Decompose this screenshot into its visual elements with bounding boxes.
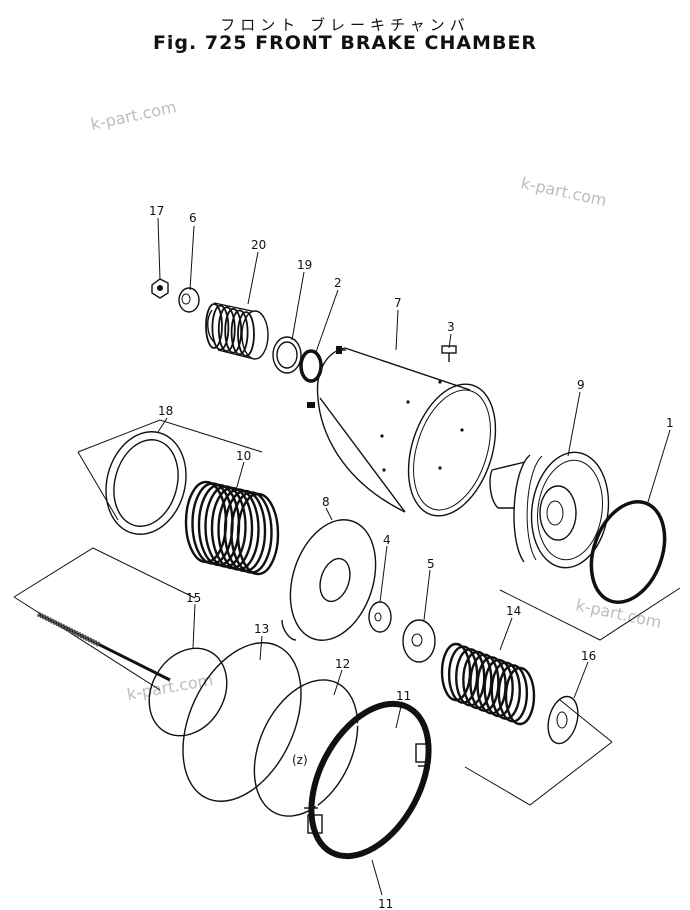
callout-2: 2 — [334, 276, 342, 290]
part-17-nut — [151, 278, 169, 299]
diagram-title-japanese: フロント ブレーキチャンバ — [220, 16, 470, 34]
part-13-diaphragm — [182, 642, 302, 802]
callout-8: 8 — [322, 495, 330, 509]
callout-1: 1 — [666, 416, 674, 430]
part-16-retainer — [547, 695, 579, 745]
part-2-o-ring — [299, 349, 323, 383]
part-4-washer — [368, 601, 392, 633]
diagram-title: Fig. 725 FRONT BRAKE CHAMBER — [152, 32, 538, 54]
callout-13: 13 — [254, 622, 269, 636]
part-10-spring — [184, 480, 280, 576]
callout-16: 16 — [581, 649, 596, 663]
watermark: k-part.com — [89, 97, 178, 134]
callout-20: 20 — [251, 238, 266, 252]
watermark: k-part.com — [519, 173, 608, 210]
part-8-plate — [281, 519, 377, 641]
callout-11: 11 — [396, 689, 411, 703]
callout-9: 9 — [577, 378, 585, 392]
spring-coil — [211, 304, 230, 351]
callout-12: 12 — [335, 657, 350, 671]
callout-11: 11 — [378, 897, 393, 910]
callout-17: 17 — [149, 204, 164, 218]
part-12-cover: (z) — [253, 679, 359, 817]
spring-coil — [504, 666, 536, 726]
part-14-spring — [440, 642, 536, 726]
part-1-snap-ring — [589, 500, 667, 604]
assembly-guide-lines — [13, 419, 681, 806]
callout-15: 15 — [186, 591, 201, 605]
spring-coil — [230, 309, 249, 356]
spring-coil — [237, 311, 255, 357]
callout-6: 6 — [189, 211, 197, 225]
svg-text:(z): (z) — [292, 753, 308, 767]
spring-coil — [205, 303, 223, 349]
callout-14: 14 — [506, 604, 521, 618]
callout-19: 19 — [297, 258, 312, 272]
leader-lines — [157, 217, 671, 896]
callout-4: 4 — [383, 533, 391, 547]
part-11-clamp-band — [304, 700, 432, 860]
part-5-seat — [402, 619, 436, 663]
callout-5: 5 — [427, 557, 435, 571]
callout-3: 3 — [447, 320, 455, 334]
callout-labels: 17 6 20 19 2 7 3 9 1 18 10 8 4 5 14 16 1… — [149, 204, 674, 910]
callout-10: 10 — [236, 449, 251, 463]
part-3-screw — [441, 345, 457, 362]
callout-18: 18 — [158, 404, 173, 418]
spring-coil — [217, 306, 236, 353]
part-15-push-rod — [36, 611, 228, 737]
callout-7: 7 — [394, 296, 402, 310]
spring-coil — [224, 307, 243, 354]
part-20-boot — [205, 302, 269, 360]
part-6-cap — [178, 287, 200, 313]
part-18-gasket — [105, 431, 187, 535]
part-7-chamber-housing — [307, 346, 497, 517]
part-19-ring — [272, 336, 302, 374]
part-9-piston — [489, 451, 610, 569]
spring-coil — [236, 492, 280, 576]
